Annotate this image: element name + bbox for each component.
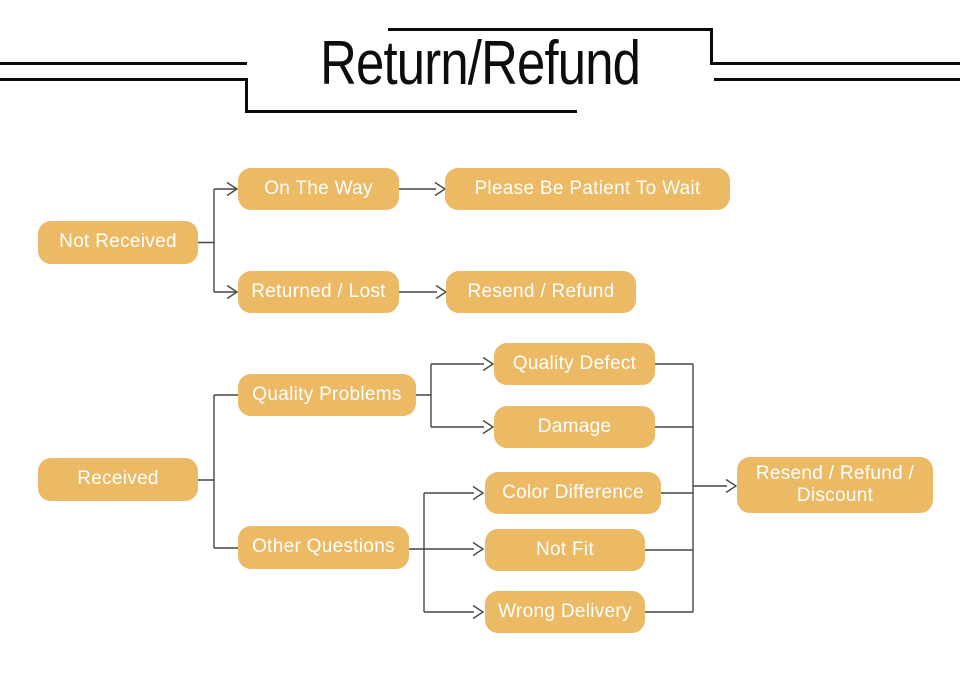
node-quality-problems: Quality Problems bbox=[238, 374, 416, 416]
node-label: Not Fit bbox=[535, 538, 595, 560]
arrowhead-icon bbox=[482, 419, 495, 435]
edge-not-received-branch bbox=[198, 188, 236, 293]
node-label: Color Difference bbox=[502, 481, 644, 503]
arrowhead-icon bbox=[434, 181, 447, 197]
edge-other-questions-branch bbox=[409, 492, 474, 613]
node-color-difference: Color Difference bbox=[485, 472, 661, 514]
node-label: Please Be Patient To Wait bbox=[474, 177, 701, 199]
arrowhead-icon bbox=[472, 604, 485, 620]
edge-quality-problems-branch bbox=[416, 363, 484, 428]
node-label: Damage bbox=[537, 415, 612, 437]
node-not-fit: Not Fit bbox=[485, 529, 645, 571]
node-wrong-delivery: Wrong Delivery bbox=[485, 591, 645, 633]
arrowhead-icon bbox=[226, 181, 239, 197]
node-label: Quality Defect bbox=[512, 352, 637, 374]
node-label: Returned / Lost bbox=[251, 280, 386, 302]
node-label: Resend / Refund bbox=[467, 280, 615, 302]
node-other-questions: Other Questions bbox=[238, 526, 409, 569]
arrowhead-icon bbox=[226, 284, 239, 300]
arrowhead-icon bbox=[482, 356, 495, 372]
node-not-received: Not Received bbox=[38, 221, 198, 264]
title-rule-right-top-step bbox=[388, 28, 960, 65]
node-damage: Damage bbox=[494, 406, 655, 448]
node-on-the-way: On The Way bbox=[238, 168, 399, 210]
arrowhead-icon bbox=[725, 478, 738, 494]
node-label: Other Questions bbox=[252, 536, 395, 558]
arrowhead-icon bbox=[435, 284, 448, 300]
node-please-be-patient-to-wait: Please Be Patient To Wait bbox=[445, 168, 730, 210]
node-resend-refund-discount: Resend / Refund / Discount bbox=[737, 457, 933, 513]
arrowhead-icon bbox=[472, 485, 485, 501]
node-resend-refund: Resend / Refund bbox=[446, 271, 636, 313]
node-label: On The Way bbox=[264, 177, 373, 199]
page-title: Return/Refund bbox=[0, 33, 960, 95]
edge-collector-to-discount bbox=[645, 363, 727, 613]
title-rule-left-bottom-step bbox=[0, 78, 577, 113]
node-label: Resend / Refund / Discount bbox=[755, 462, 915, 506]
page-title-text: Return/Refund bbox=[319, 29, 641, 98]
node-returned-lost: Returned / Lost bbox=[238, 271, 399, 313]
node-label: Received bbox=[77, 468, 159, 490]
edge-received-branch bbox=[198, 394, 238, 549]
node-label: Wrong Delivery bbox=[498, 600, 632, 622]
node-label: Not Received bbox=[59, 231, 177, 253]
arrowhead-icon bbox=[472, 541, 485, 557]
node-quality-defect: Quality Defect bbox=[494, 343, 655, 385]
node-label: Quality Problems bbox=[252, 383, 402, 405]
node-received: Received bbox=[38, 458, 198, 501]
